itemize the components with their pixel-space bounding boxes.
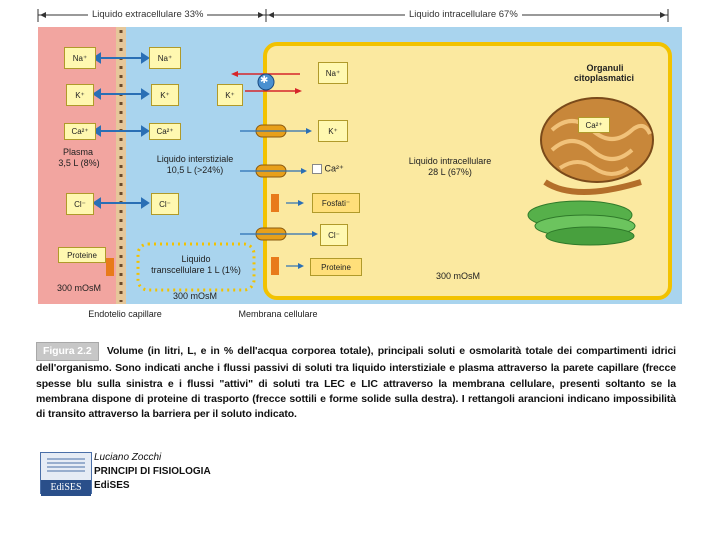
publisher-book: PRINCIPI DI FISIOLOGIA [94, 466, 211, 477]
cell-cl-box: Cl⁻ [320, 224, 348, 246]
cell-k-box: K⁺ [318, 120, 348, 142]
figure-tag: Figura 2.2 [36, 342, 99, 362]
cell-na-box: Na⁺ [318, 62, 348, 84]
phosphate-blocker [271, 194, 279, 212]
endothelium-label: Endotelio capillare [88, 309, 162, 319]
transcellular-region [136, 242, 256, 292]
interstitial-ca-box: Ca²⁺ [149, 123, 181, 140]
cell-phosphate-box: Fosfati⁻ [312, 193, 360, 213]
interstitial-k-pump-box: K⁺ [217, 84, 243, 106]
interstitial-k-box: K⁺ [151, 84, 179, 106]
pump-icon: ✱ [260, 75, 269, 86]
organelle-ca-box: Ca²⁺ [578, 117, 610, 133]
plasma-protein-box: Proteine [58, 247, 106, 263]
transcellular-subtitle: transcellulare 1 L (1%) [151, 265, 241, 275]
header-intracellular: Liquido intracellulare 67% [405, 9, 522, 20]
active-arrows [231, 71, 302, 94]
transcellular-osm: 300 mOsM [172, 291, 217, 301]
publisher-logo-text: EdiSES [41, 480, 91, 496]
na-k-pump [257, 73, 275, 91]
organelles-subtitle: citoplasmatici [573, 73, 635, 83]
cell-title: Liquido intracellulare [408, 156, 492, 166]
cell-protein-box: Proteine [310, 258, 362, 276]
interstitial-cl-box: Cl⁻ [151, 193, 179, 215]
publisher-logo: EdiSES [40, 452, 92, 496]
mitochondrion-illustration [540, 97, 654, 195]
cell-ca-label: Ca²⁺ [312, 163, 352, 174]
passive-arrows [92, 52, 150, 209]
header-extracellular: Liquido extracellulare 33% [88, 9, 208, 20]
figure-caption: Figura 2.2 Volume (in litri, L, e in % d… [36, 342, 676, 422]
protein-blocker-capillary [106, 258, 114, 276]
cell-osm: 300 mOsM [435, 271, 480, 281]
interstitial-na-box: Na⁺ [149, 47, 181, 69]
plasma-k-box: K⁺ [66, 84, 94, 106]
publisher-author: Luciano Zocchi [94, 452, 162, 463]
transcellular-title: Liquido [181, 254, 211, 264]
cell-volume: 28 L (67%) [428, 167, 472, 177]
logo-lines-icon [47, 458, 85, 472]
protein-blocker-membrane [271, 257, 279, 275]
publisher-name: EdiSES [94, 480, 130, 491]
plasma-ca-box: Ca²⁺ [64, 123, 96, 140]
interstitial-title: Liquido interstiziale [156, 154, 234, 164]
plasma-osm: 300 mOsM [56, 283, 101, 293]
plasma-na-box: Na⁺ [64, 47, 96, 69]
organelles-title: Organuli [586, 63, 624, 73]
plasma-title: Plasma [62, 147, 93, 157]
plasma-volume: 3,5 L (8%) [58, 158, 100, 168]
golgi-illustration [527, 200, 636, 246]
cell-ca-text: Ca²⁺ [324, 163, 344, 174]
plasma-cl-box: Cl⁻ [66, 193, 94, 215]
membrane-channels [240, 124, 318, 275]
caption-text: Volume (in litri, L, e in % dell'acqua c… [36, 345, 676, 421]
interstitial-volume: 10,5 L (>24%) [166, 165, 224, 175]
membrane-label: Membrana cellulare [238, 309, 318, 319]
